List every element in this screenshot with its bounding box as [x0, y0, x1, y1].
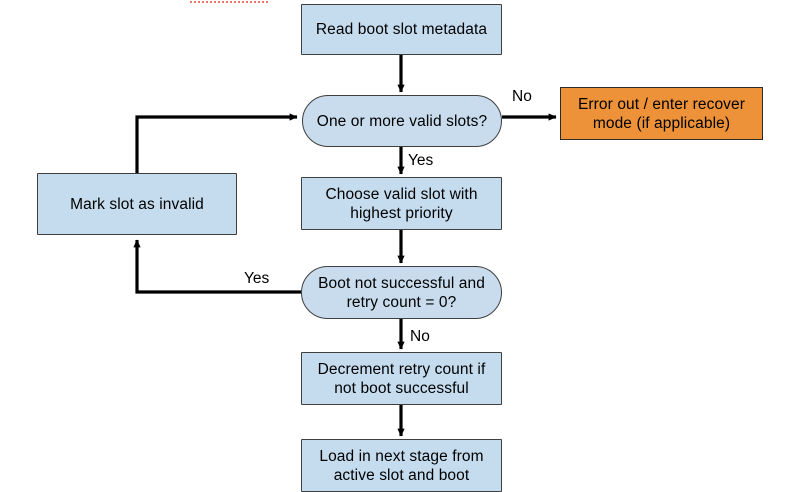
node-decrement-retry-count[interactable]: Decrement retry count if not boot succes… — [301, 352, 502, 405]
edge-label-yes-retry-exhausted: Yes — [244, 270, 270, 287]
node-label: Read boot slot metadata — [315, 21, 488, 38]
node-label: Boot not successful and retry count = 0? — [318, 274, 485, 311]
node-label: Choose valid slot with highest priority — [325, 185, 478, 222]
node-load-next-stage-active-slot[interactable]: Load in next stage from active slot and … — [301, 439, 502, 492]
node-choose-valid-slot-highest-priority[interactable]: Choose valid slot with highest priority — [301, 177, 502, 230]
edge-boot-check-to-mark-invalid — [133, 239, 301, 294]
node-label: Decrement retry count if not boot succes… — [317, 360, 486, 397]
node-label: Error out / enter recover mode (if appli… — [577, 95, 746, 132]
node-mark-slot-as-invalid[interactable]: Mark slot as invalid — [37, 173, 237, 235]
node-error-out-enter-recover-mode[interactable]: Error out / enter recover mode (if appli… — [560, 87, 763, 140]
node-boot-not-successful-retry-zero[interactable]: Boot not successful and retry count = 0? — [301, 266, 502, 319]
node-read-boot-slot-metadata[interactable]: Read boot slot metadata — [301, 4, 502, 55]
edge-mark-invalid-to-valid-slots — [135, 113, 298, 173]
node-one-or-more-valid-slots[interactable]: One or more valid slots? — [302, 95, 502, 147]
node-label: One or more valid slots? — [316, 112, 488, 130]
red-dashed-marker — [190, 1, 268, 3]
edge-label-no-valid-slots: No — [512, 88, 532, 105]
edge-label-yes-valid-slots: Yes — [408, 152, 434, 169]
edge-label-no-retry-remaining: No — [410, 328, 430, 345]
node-label: Load in next stage from active slot and … — [319, 447, 484, 484]
node-label: Mark slot as invalid — [70, 195, 204, 213]
